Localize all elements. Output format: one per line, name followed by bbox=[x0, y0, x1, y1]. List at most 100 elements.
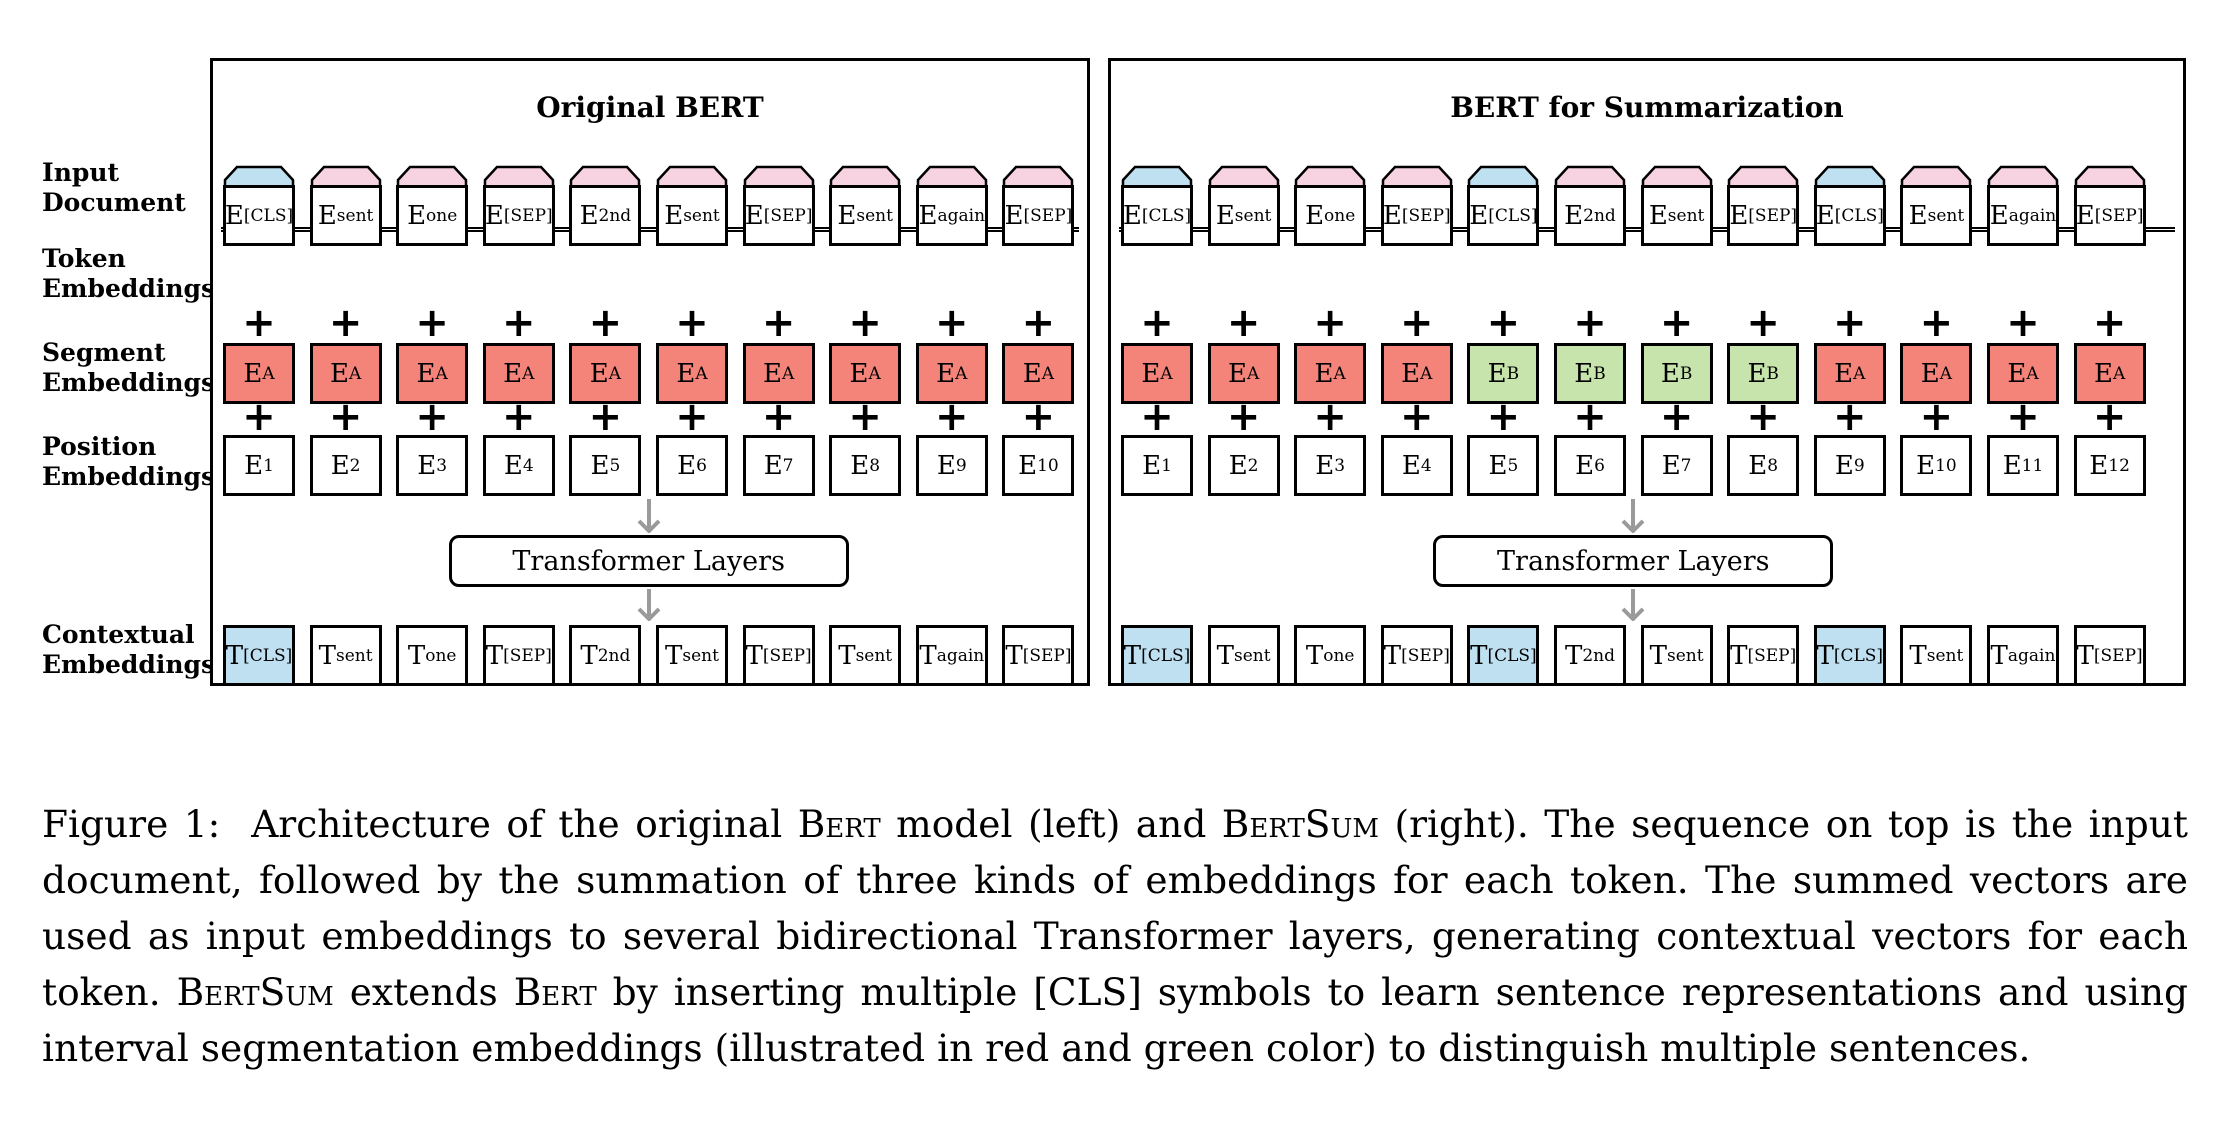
plus-sign: + bbox=[1659, 394, 1694, 440]
panel-title: Original BERT bbox=[536, 91, 764, 124]
contextual-embedding-cls: T[CLS] bbox=[223, 625, 295, 686]
contextual-embedding: T[SEP] bbox=[2073, 625, 2146, 686]
token-embedding: E[SEP] bbox=[1727, 185, 1800, 246]
contextual-embedding: T[SEP] bbox=[1380, 625, 1453, 686]
plus-sign: + bbox=[588, 300, 623, 346]
token-embedding: E[CLS] bbox=[1813, 185, 1886, 246]
plus-sign: + bbox=[242, 394, 276, 440]
plus-sign: + bbox=[1573, 394, 1607, 440]
contextual-embedding-cls: T[CLS] bbox=[1121, 625, 1193, 686]
model-name: BertSum bbox=[1221, 802, 1380, 846]
arrow-down-icon bbox=[1621, 499, 1645, 533]
plus-sign: + bbox=[502, 300, 536, 346]
contextual-embedding: T[SEP] bbox=[1727, 625, 1800, 686]
plus-sign: + bbox=[1400, 300, 1434, 346]
contextual-embedding-cls: T[CLS] bbox=[1813, 625, 1886, 686]
caption-text: Architecture of the original Bert model … bbox=[42, 802, 2188, 1070]
token-embedding: E[SEP] bbox=[742, 185, 815, 246]
plus-sign: + bbox=[2092, 300, 2127, 346]
plus-sign: + bbox=[502, 394, 536, 440]
panel-original-bert: Original BERT [CLS]E[CLS]+EA+E1T[CLS]sen… bbox=[210, 58, 1090, 686]
plus-sign: + bbox=[1486, 300, 1521, 346]
plus-sign: + bbox=[1021, 394, 1056, 440]
plus-sign: + bbox=[242, 300, 276, 346]
plus-sign: + bbox=[1486, 394, 1521, 440]
plus-sign: + bbox=[1400, 394, 1434, 440]
plus-sign: + bbox=[1140, 394, 1174, 440]
token-embedding: E[CLS] bbox=[223, 185, 295, 246]
plus-sign: + bbox=[675, 300, 709, 346]
plus-sign: + bbox=[1313, 394, 1347, 440]
plus-sign: + bbox=[1573, 300, 1607, 346]
plus-sign: + bbox=[1140, 300, 1174, 346]
arrow-down-icon bbox=[637, 589, 661, 621]
plus-sign: + bbox=[415, 300, 449, 346]
contextual-embedding-cls: T[CLS] bbox=[1467, 625, 1540, 686]
plus-sign: + bbox=[761, 300, 796, 346]
plus-sign: + bbox=[2092, 394, 2127, 440]
caption-segment: Architecture of the original bbox=[251, 802, 798, 846]
token-embedding: E[SEP] bbox=[482, 185, 555, 246]
caption-segment: extends bbox=[333, 970, 514, 1014]
caption-segment: (right). The sequence on top is the inpu… bbox=[42, 802, 2188, 1014]
plus-sign: + bbox=[675, 394, 709, 440]
figure-label: Figure 1: bbox=[42, 802, 221, 846]
token-embedding: E[SEP] bbox=[2073, 185, 2146, 246]
plus-sign: + bbox=[935, 300, 969, 346]
plus-sign: + bbox=[1746, 394, 1780, 440]
contextual-embedding: T[SEP] bbox=[1002, 625, 1075, 686]
model-name: Bert bbox=[513, 970, 597, 1014]
plus-sign: + bbox=[1919, 394, 1954, 440]
contextual-embedding: T[SEP] bbox=[742, 625, 815, 686]
contextual-embedding: T[SEP] bbox=[482, 625, 555, 686]
transformer-layers-box: Transformer Layers bbox=[1433, 535, 1834, 587]
token-embedding: E[SEP] bbox=[1002, 185, 1075, 246]
plus-sign: + bbox=[1021, 300, 1056, 346]
